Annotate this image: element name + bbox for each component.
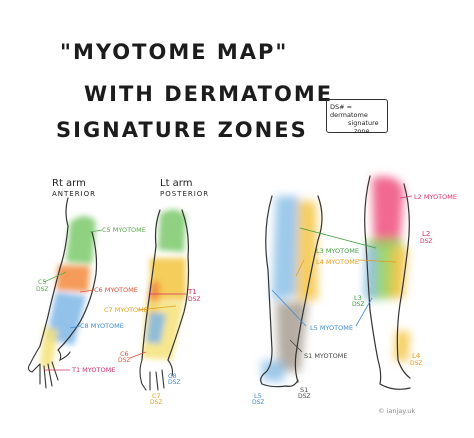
- rt-arm-t1-zone: [40, 326, 58, 370]
- label-s1-ds-b: DSZ: [298, 393, 311, 400]
- leader-c6-ds: [129, 351, 147, 359]
- title-line-1: "MYOTOME MAP": [60, 40, 289, 64]
- label-l4-ds-a: L4: [412, 352, 421, 360]
- legend-line-2: signature: [348, 119, 379, 127]
- leg1-l5-lower-zone: [262, 360, 284, 382]
- leader-l5-myotome-b: [355, 297, 373, 327]
- rt-arm-c6-zone: [56, 265, 90, 292]
- rt-hand-outline: [27, 345, 71, 389]
- label-c6-ds-a: C6: [120, 350, 129, 358]
- leader-c5-ds: [43, 271, 67, 283]
- left-arm: [139, 209, 190, 391]
- lt-arm-c5-zone: [158, 209, 186, 252]
- label-c5-ds-a: C5: [38, 278, 47, 286]
- label-c7-ds-b: DSZ: [150, 399, 163, 406]
- label-l2-myotome: L2 MYOTOME: [414, 193, 457, 201]
- title-line-2: WITH DERMATOME: [84, 82, 334, 106]
- leader-l3-myotome: [299, 227, 377, 249]
- label-l5-ds-a: L5: [254, 392, 262, 400]
- leader-l4-myotome: [295, 259, 305, 277]
- leader-s1-myotome: [289, 339, 303, 353]
- label-c5-ds-b: DSZ: [36, 286, 49, 293]
- label-l3-ds-b: DSZ: [352, 301, 365, 308]
- label-l2-ds-b: DSZ: [420, 238, 433, 245]
- right-arm-view: ANTERIOR: [52, 190, 97, 198]
- label-c8-ds-b: DSZ: [168, 379, 181, 386]
- lt-arm-c8-zone: [146, 312, 166, 344]
- left-arm-header: Lt arm POSTERIOR: [160, 178, 209, 198]
- label-c7-ds-a: C7: [152, 392, 161, 400]
- label-l5-ds-b: DSZ: [252, 399, 265, 406]
- leader-c6-myotome: [79, 289, 95, 293]
- rt-arm-c5-zone: [66, 216, 96, 264]
- leg2-l4-lower-zone: [394, 330, 410, 362]
- label-s1-myotome: S1 MYOTOME: [304, 352, 348, 360]
- legend-box: DS# = dermatome signature zone: [326, 99, 388, 135]
- label-l3-ds-a: L3: [354, 294, 362, 302]
- leader-c7-myotome: [137, 305, 177, 311]
- lt-hand-outline: [139, 359, 174, 391]
- leg-posterior: [260, 195, 323, 388]
- label-l5-myotome: L5 MYOTOME: [310, 324, 353, 332]
- title-line-3: SIGNATURE ZONES: [56, 118, 308, 142]
- right-arm-title: Rt arm: [52, 178, 86, 189]
- leader-c8-myotome: [69, 325, 81, 329]
- label-c5-myotome: C5 MYOTOME: [102, 226, 146, 234]
- label-t1-ds-a: T1: [188, 288, 197, 296]
- label-t1-ds-b: DSZ: [188, 296, 201, 303]
- label-l4-myotome: L4 MYOTOME: [316, 258, 359, 266]
- leg1-outline: [260, 195, 323, 388]
- right-arm-header: Rt arm ANTERIOR: [52, 178, 96, 198]
- right-arm: [27, 197, 98, 389]
- label-l4-ds-b: DSZ: [410, 360, 423, 367]
- legend-line-1: DS# = dermatome: [330, 103, 368, 119]
- leader-l2-myotome: [399, 195, 413, 199]
- label-c6-myotome: C6 MYOTOME: [94, 286, 138, 294]
- leader-l4-myotome-b: [357, 259, 397, 263]
- leader-c5-myotome: [89, 229, 103, 233]
- legend-line-3: zone: [354, 127, 370, 135]
- label-l2-ds-a: L2: [422, 230, 431, 238]
- credit: © ianjay.uk: [378, 407, 416, 415]
- label-l3-myotome: L3 MYOTOME: [316, 247, 359, 255]
- leg1-l5-zone: [272, 196, 298, 300]
- leader-lines: [43, 195, 413, 371]
- leg2-l2-zone: [372, 176, 404, 246]
- leader-l5-myotome: [271, 289, 307, 327]
- lt-arm-outline: [141, 209, 190, 361]
- label-c6-ds-b: DSZ: [118, 357, 131, 364]
- label-t1-myotome: T1 MYOTOME: [72, 366, 116, 374]
- leg-anterior: [364, 175, 411, 390]
- label-s1-ds-a: S1: [300, 386, 309, 394]
- rt-arm-outline: [39, 197, 98, 351]
- label-c8-myotome: C8 MYOTOME: [80, 322, 124, 330]
- left-arm-title: Lt arm: [160, 178, 193, 189]
- leg2-outline: [364, 175, 411, 390]
- label-c8-ds-a: C8: [168, 372, 177, 380]
- leg1-l4-zone: [296, 200, 318, 300]
- label-c7-myotome: C7 MYOTOME: [104, 306, 148, 314]
- leg2-l5-zone: [364, 246, 376, 300]
- left-arm-view: POSTERIOR: [160, 190, 210, 198]
